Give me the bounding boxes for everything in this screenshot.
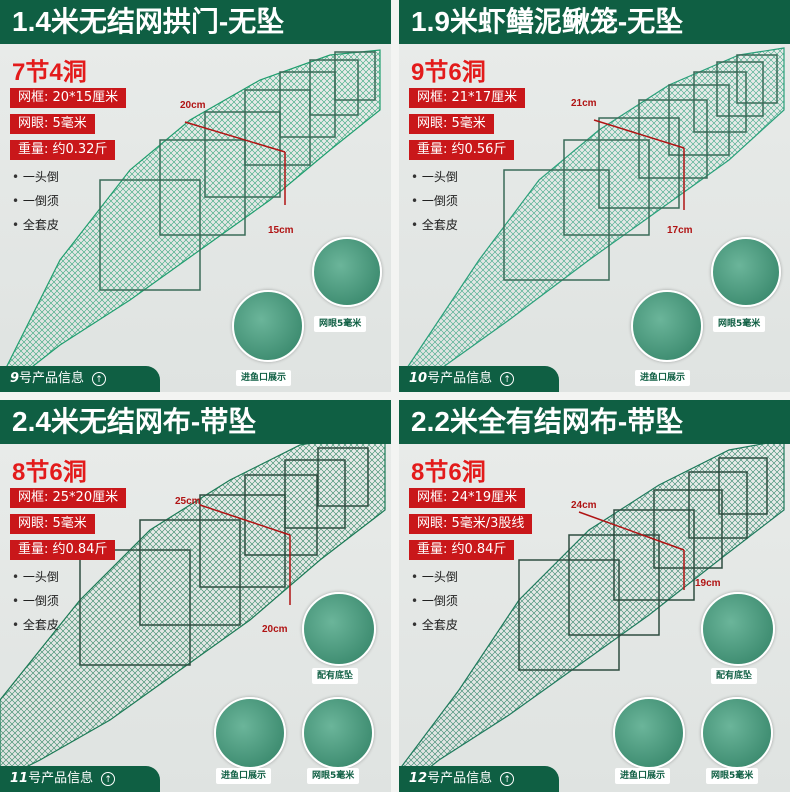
footer-label: 号产品信息 [427,771,493,786]
feature-item: 全套皮 [411,616,458,633]
dim-height: 17cm [667,225,693,236]
section-count: 8节6洞 [411,459,486,486]
feature-item: 一头倒 [411,168,458,185]
inset-label: 进鱼口展示 [615,768,671,784]
sinker-closeup-image [302,592,376,666]
spec-mesh: 网眼: 5毫米 [10,114,95,134]
product-info-footer[interactable]: 9号产品信息 ↑ [0,366,160,392]
mesh-closeup-image [312,237,382,307]
spec-frame: 网框: 25*20厘米 [10,488,127,508]
product-number: 12 [409,771,428,786]
feature-item: 一头倒 [12,568,59,585]
feature-item: 一倒须 [411,192,458,209]
mesh-closeup-image [701,697,773,769]
dim-width: 25cm [175,496,201,507]
feature-item: 一头倒 [12,168,59,185]
spec-mesh: 网眼: 5毫米 [409,114,494,134]
feature-list: 一头倒 一倒须 全套皮 [411,568,458,640]
feature-list: 一头倒 一倒须 全套皮 [12,568,59,640]
product-info-footer[interactable]: 12号产品信息 ↑ [399,766,559,792]
arrow-up-circle-icon[interactable]: ↑ [92,371,107,386]
net-cage-image [0,49,381,392]
mesh-closeup-image [302,697,374,769]
arrow-up-circle-icon[interactable]: ↑ [500,371,515,386]
spec-weight: 重量: 约0.84斤 [10,540,116,560]
entrance-closeup-image [613,697,685,769]
inset-label: 配有底坠 [711,668,758,684]
feature-item: 全套皮 [12,216,59,233]
dim-width: 20cm [180,100,206,111]
footer-label: 号产品信息 [19,371,85,386]
product-title: 1.9米虾鳝泥鳅笼-无坠 [399,0,790,44]
inset-label: 进鱼口展示 [216,768,272,784]
net-cage-image [0,429,386,781]
mesh-closeup-image [711,237,781,307]
spec-weight: 重量: 约0.84斤 [409,540,515,560]
product-info-footer[interactable]: 10号产品信息 ↑ [399,366,559,392]
product-number: 11 [10,771,29,786]
spec-mesh: 网眼: 5毫米/3股线 [409,514,533,534]
feature-item: 全套皮 [12,616,59,633]
dim-height: 19cm [695,578,721,589]
dim-width: 21cm [571,98,597,109]
spec-mesh: 网眼: 5毫米 [10,514,95,534]
inset-label: 进鱼口展示 [236,370,292,386]
product-panel-10: 1.9米虾鳝泥鳅笼-无坠 9节6洞 网框: 21*17厘米 网眼: 5毫米 重量… [399,0,790,392]
product-panel-12: 2.2米全有结网布-带坠 8节6洞 网框: 24*19厘米 网眼: 5毫米/3股… [399,400,790,792]
product-number: 9 [10,371,20,386]
spec-frame: 网框: 24*19厘米 [409,488,526,508]
feature-item: 一倒须 [12,192,59,209]
feature-list: 一头倒 一倒须 全套皮 [12,168,59,240]
entrance-closeup-image [214,697,286,769]
inset-label: 网眼5毫米 [307,768,360,784]
entrance-closeup-image [232,290,304,362]
feature-list: 一头倒 一倒须 全套皮 [411,168,458,240]
feature-item: 全套皮 [411,216,458,233]
spec-weight: 重量: 约0.32斤 [10,140,116,160]
spec-frame: 网框: 21*17厘米 [409,88,526,108]
sinker-closeup-image [701,592,775,666]
spec-frame: 网框: 20*15厘米 [10,88,127,108]
feature-item: 一倒须 [12,592,59,609]
dim-width: 24cm [571,500,597,511]
product-info-footer[interactable]: 11号产品信息 ↑ [0,766,160,792]
spec-weight: 重量: 约0.56斤 [409,140,515,160]
entrance-closeup-image [631,290,703,362]
product-title: 2.4米无结网布-带坠 [0,400,391,444]
section-count: 9节6洞 [411,59,486,86]
net-cage-image [399,47,785,392]
dim-height: 15cm [268,225,294,236]
net-cage-image [399,439,785,792]
section-count: 8节6洞 [12,459,87,486]
product-title: 2.2米全有结网布-带坠 [399,400,790,444]
product-panel-9: 1.4米无结网拱门-无坠 7节4洞 网框: 20*15厘米 网眼: 5毫米 重量… [0,0,391,392]
inset-label: 网眼5毫米 [713,316,766,332]
arrow-up-circle-icon[interactable]: ↑ [101,771,116,786]
product-number: 10 [409,371,428,386]
arrow-up-circle-icon[interactable]: ↑ [500,771,515,786]
inset-label: 网眼5毫米 [706,768,759,784]
feature-item: 一倒须 [411,592,458,609]
feature-item: 一头倒 [411,568,458,585]
footer-label: 号产品信息 [28,771,94,786]
inset-label: 网眼5毫米 [314,316,367,332]
inset-label: 进鱼口展示 [635,370,691,386]
dim-height: 20cm [262,624,288,635]
product-panel-11: 2.4米无结网布-带坠 8节6洞 网框: 25*20厘米 网眼: 5毫米 重量:… [0,400,391,792]
product-title: 1.4米无结网拱门-无坠 [0,0,391,44]
section-count: 7节4洞 [12,59,87,86]
inset-label: 配有底坠 [312,668,359,684]
footer-label: 号产品信息 [427,371,493,386]
